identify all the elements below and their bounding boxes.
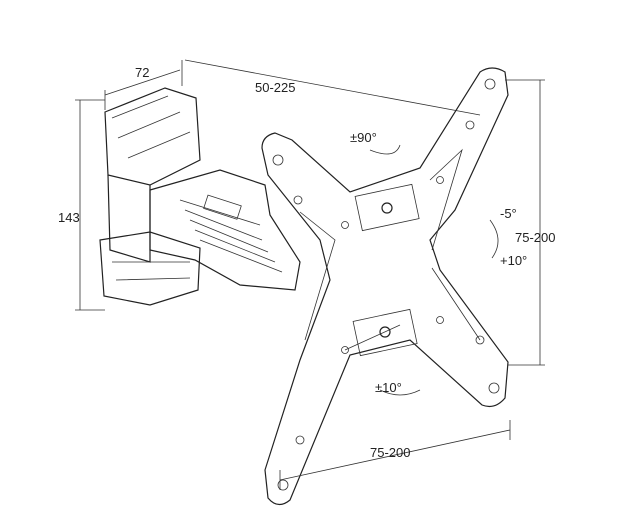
label-swivel-angle: ±90°: [350, 130, 377, 145]
label-tilt-down: +10°: [500, 253, 527, 268]
label-arm-extension: 50-225: [255, 80, 295, 95]
angle-arcs: [369, 144, 499, 396]
label-vesa-vertical: 75-200: [515, 230, 555, 245]
dimension-lines: [75, 59, 545, 490]
label-bracket-depth: 72: [135, 65, 149, 80]
swivel-arm: [149, 169, 301, 291]
label-tilt-up: -5°: [500, 206, 517, 221]
label-rotation: ±10°: [375, 380, 402, 395]
label-vesa-horizontal: 75-200: [370, 445, 410, 460]
label-bracket-height: 143: [58, 210, 80, 225]
vesa-plate: [261, 67, 509, 506]
